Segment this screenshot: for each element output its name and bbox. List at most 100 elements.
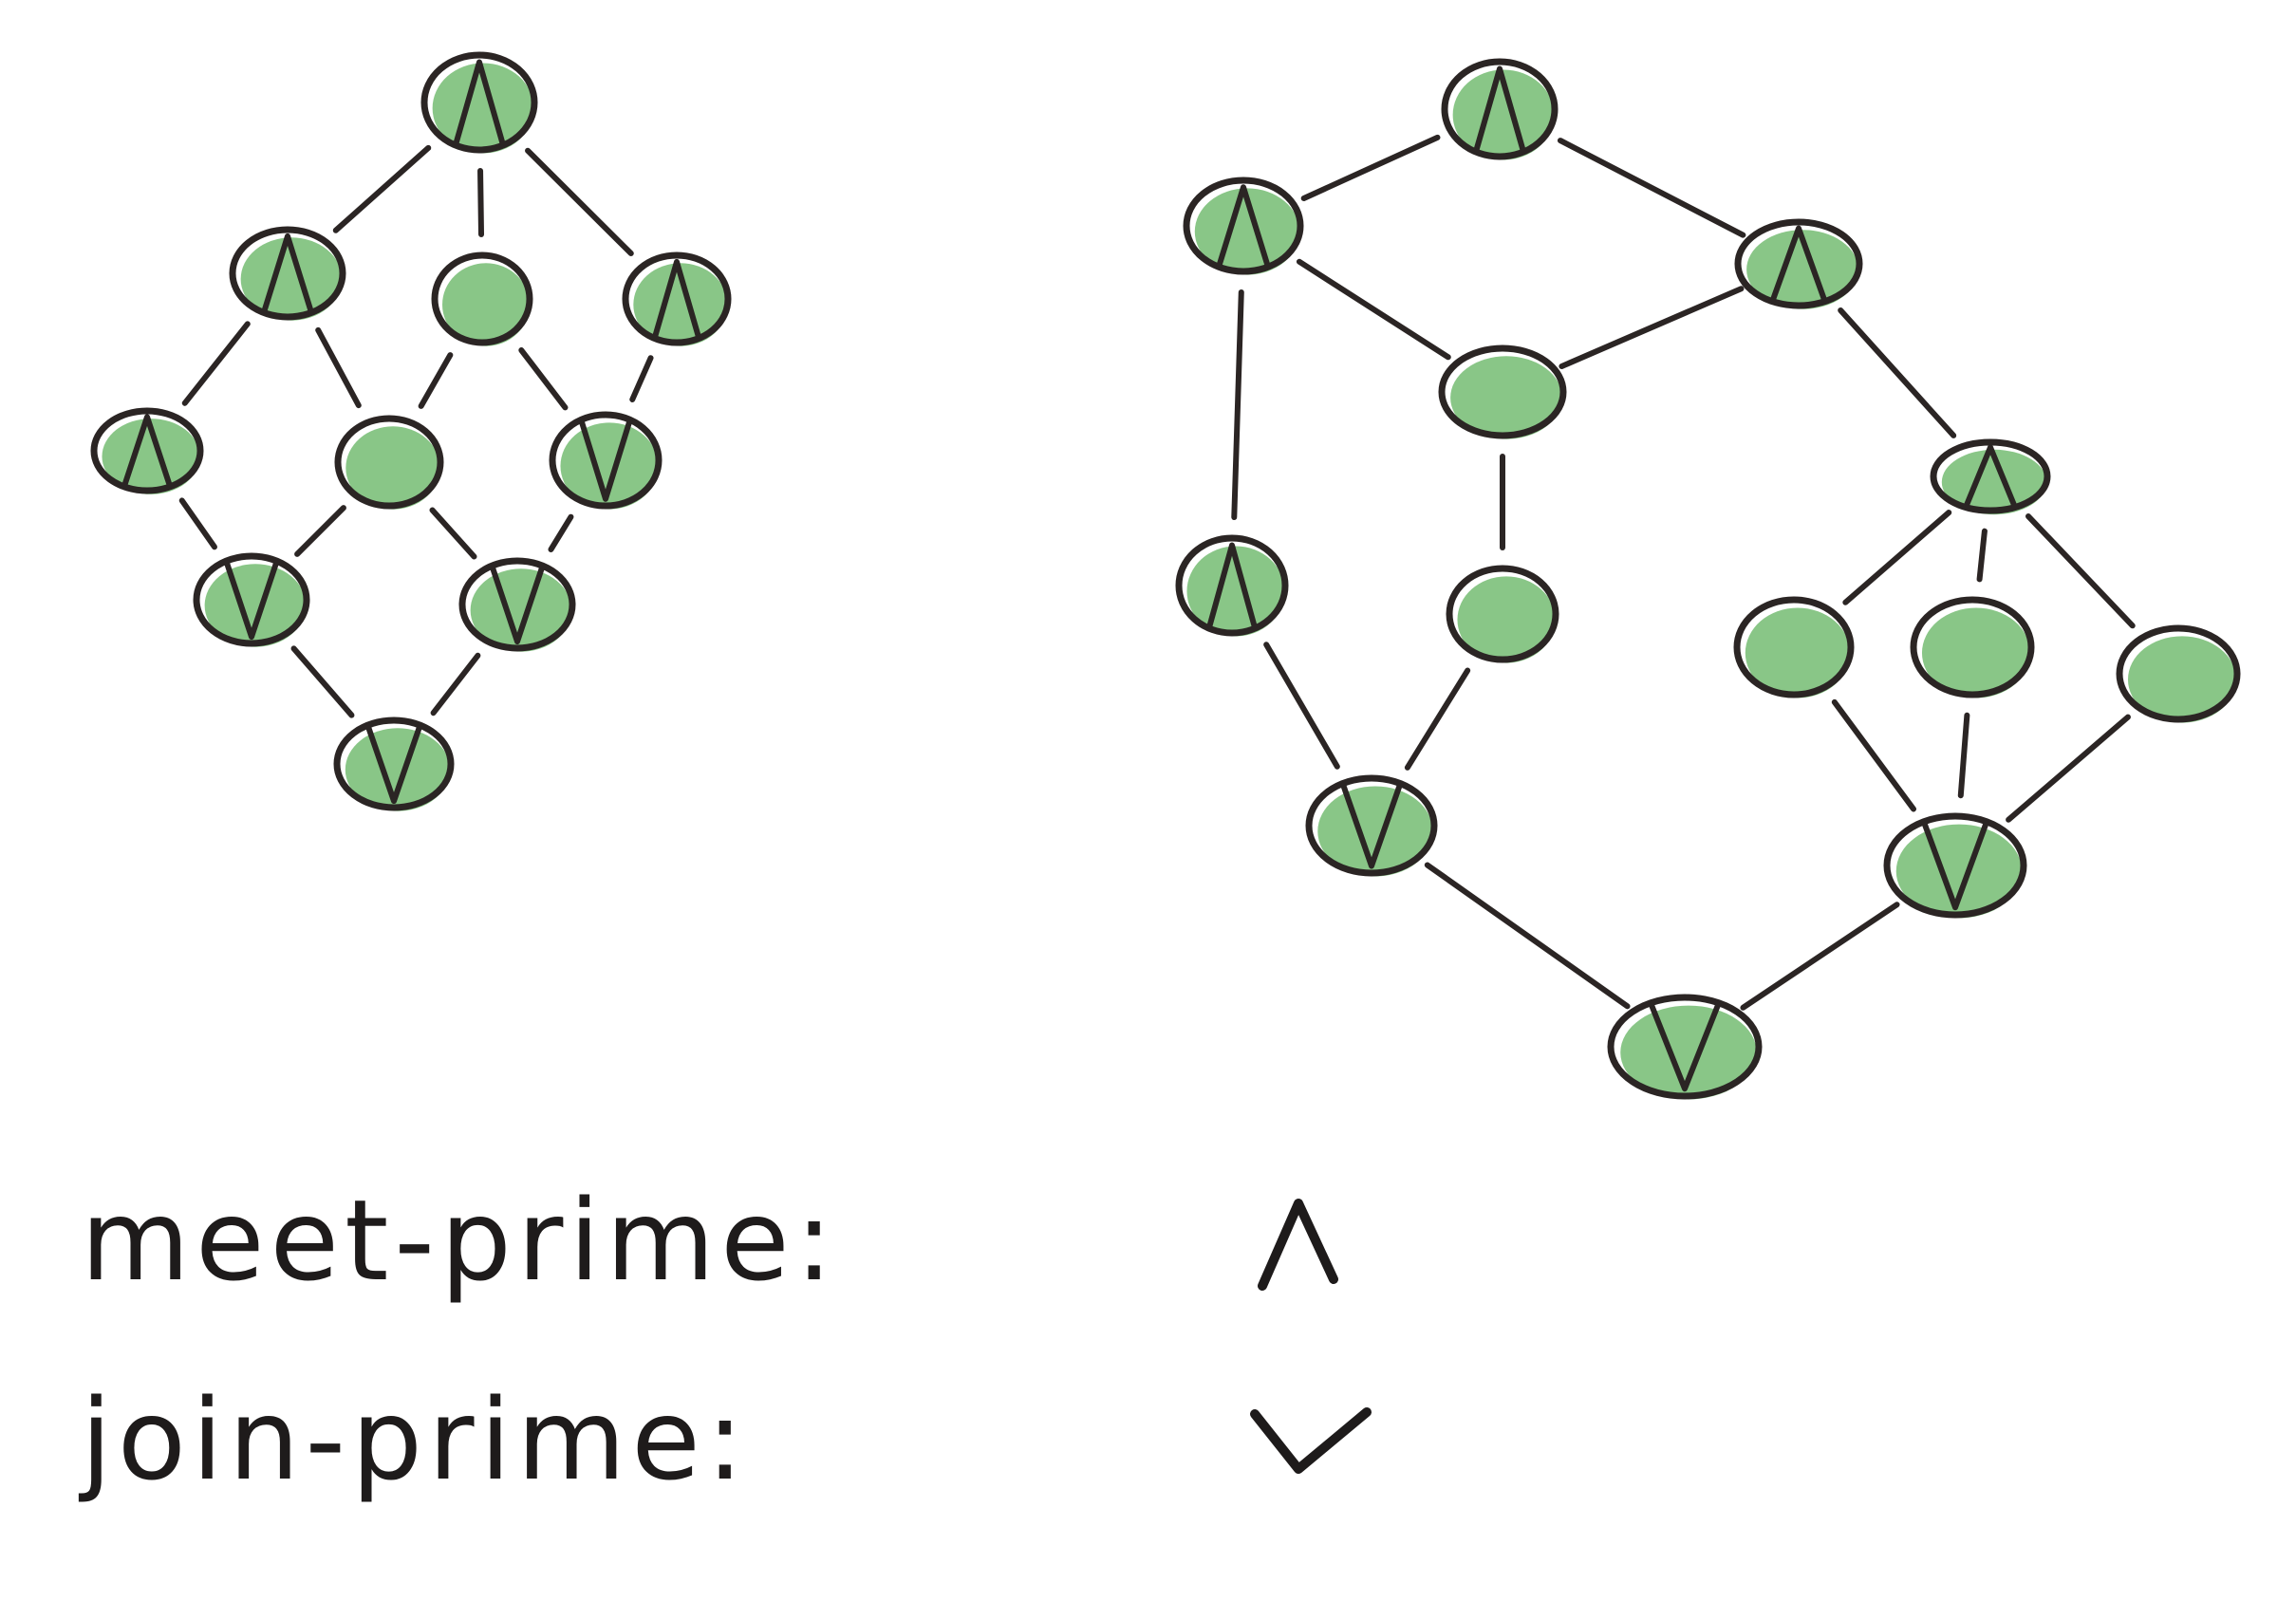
node-ring (622, 251, 732, 346)
node-ring (1175, 534, 1289, 637)
node-fill (1921, 607, 2031, 698)
node-L8-join-prime (193, 552, 310, 647)
wedge-up-icon (652, 258, 701, 340)
node-ring (1733, 596, 1855, 698)
edge-R6-R11 (1263, 642, 1340, 770)
edge-L7-L9 (548, 513, 574, 552)
node-R2-meet-prime (1183, 177, 1304, 275)
wedge-down-icon (223, 559, 280, 641)
edge-L1-L3 (477, 167, 485, 238)
node-ring (333, 716, 455, 811)
node-fill (2127, 636, 2237, 723)
node-ring (229, 226, 346, 321)
legend-wedge-down-symbol (1250, 1407, 1372, 1474)
node-fill (1620, 1005, 1757, 1100)
node-R9 (1910, 596, 2035, 698)
node-R13-join-prime (1607, 994, 1763, 1100)
node-ring (1910, 596, 2035, 698)
node-L7-join-prime (549, 411, 663, 510)
edge-L4-L7 (629, 355, 654, 402)
node-L4-meet-prime (622, 251, 732, 346)
wedge-up-icon (1206, 542, 1258, 629)
edge-R2-R6 (1231, 288, 1244, 521)
edge-L1-L4 (525, 147, 634, 257)
edge-L6-L9 (429, 507, 477, 560)
legend-meet-prime-label: meet-prime: (81, 1175, 839, 1306)
node-R5-meet-prime (1930, 438, 2051, 515)
wedge-up-icon (121, 414, 173, 488)
edge-R10-R12 (2006, 714, 2131, 823)
node-ring (193, 552, 310, 647)
edge-R11-R13 (1424, 862, 1631, 1010)
node-L3 (431, 251, 533, 346)
node-L5-meet-prime (90, 407, 204, 494)
edge-R5-R8 (1842, 510, 1952, 605)
edge-R5-R9 (1976, 528, 1988, 583)
edge-R8-R12 (1831, 698, 1917, 812)
wedge-down-icon (365, 723, 422, 805)
node-fill (442, 263, 530, 346)
node-ring (1734, 218, 1863, 309)
wedge-down-icon (578, 419, 633, 502)
node-R12-join-prime (1883, 812, 2027, 919)
wedge-up-icon (1473, 65, 1526, 153)
node-fill (345, 728, 451, 811)
wedge-up-icon (261, 233, 314, 314)
node-ring (1441, 58, 1559, 160)
wedge-down-icon (1340, 782, 1403, 869)
node-fill (1317, 786, 1433, 877)
edge-R2-R4 (1296, 258, 1451, 361)
wedge-up-icon (1770, 225, 1827, 303)
edge-L2-L5 (181, 321, 251, 406)
node-L6 (334, 415, 444, 510)
edge-L1-L2 (332, 144, 432, 233)
node-R7 (1446, 565, 1559, 663)
node-fill (1895, 824, 2023, 919)
node-ring (334, 415, 444, 510)
node-ring (1446, 565, 1559, 663)
edge-L8-L10 (290, 645, 355, 718)
node-ring (1607, 994, 1763, 1100)
edge-R5-R10 (2025, 513, 2136, 629)
node-L9-join-prime (458, 557, 576, 652)
edge-L2-L6 (315, 326, 362, 409)
node-ring (1183, 177, 1304, 275)
nodes-layer (90, 51, 2241, 1100)
edge-L9-L10 (430, 652, 481, 716)
node-fill (560, 422, 659, 510)
wedge-up-icon (453, 59, 506, 146)
edge-R1-R2 (1300, 134, 1441, 201)
edge-L6-L8 (294, 505, 346, 557)
node-fill (1457, 576, 1556, 663)
node-fill (345, 426, 440, 510)
node-ring (420, 51, 538, 154)
node-L1-meet-prime (420, 51, 538, 154)
edge-R1-R3 (1557, 138, 1746, 238)
node-R8 (1733, 596, 1855, 698)
edge-L5-L8 (178, 497, 217, 550)
wedge-up-icon (1963, 444, 2018, 509)
node-L2-meet-prime (229, 226, 346, 321)
node-ring (1305, 774, 1438, 877)
legend-wedge-up-symbol (1258, 1199, 1338, 1291)
legend: meet-prime: join-prime: (78, 1175, 1372, 1505)
node-R10 (2116, 624, 2241, 723)
wedge-down-icon (489, 564, 546, 645)
node-ring (458, 557, 576, 652)
node-ring (1930, 438, 2051, 514)
node-R1-meet-prime (1441, 58, 1559, 160)
node-fill (204, 564, 307, 647)
wedge-down-icon (1921, 820, 1989, 911)
wedge-up-icon (1216, 184, 1271, 268)
node-R11-join-prime (1305, 774, 1438, 877)
edge-R3-R5 (1838, 307, 1957, 438)
edge-R9-R12 (1957, 712, 1970, 799)
wedge-down-icon (1648, 1001, 1722, 1092)
node-ring (2116, 624, 2241, 723)
edge-R12-R13 (1740, 902, 1900, 1011)
node-ring (1883, 812, 2027, 919)
legend-join-prime-label: join-prime: (78, 1374, 750, 1505)
edges-layer (178, 134, 2136, 1011)
node-fill (470, 568, 572, 652)
